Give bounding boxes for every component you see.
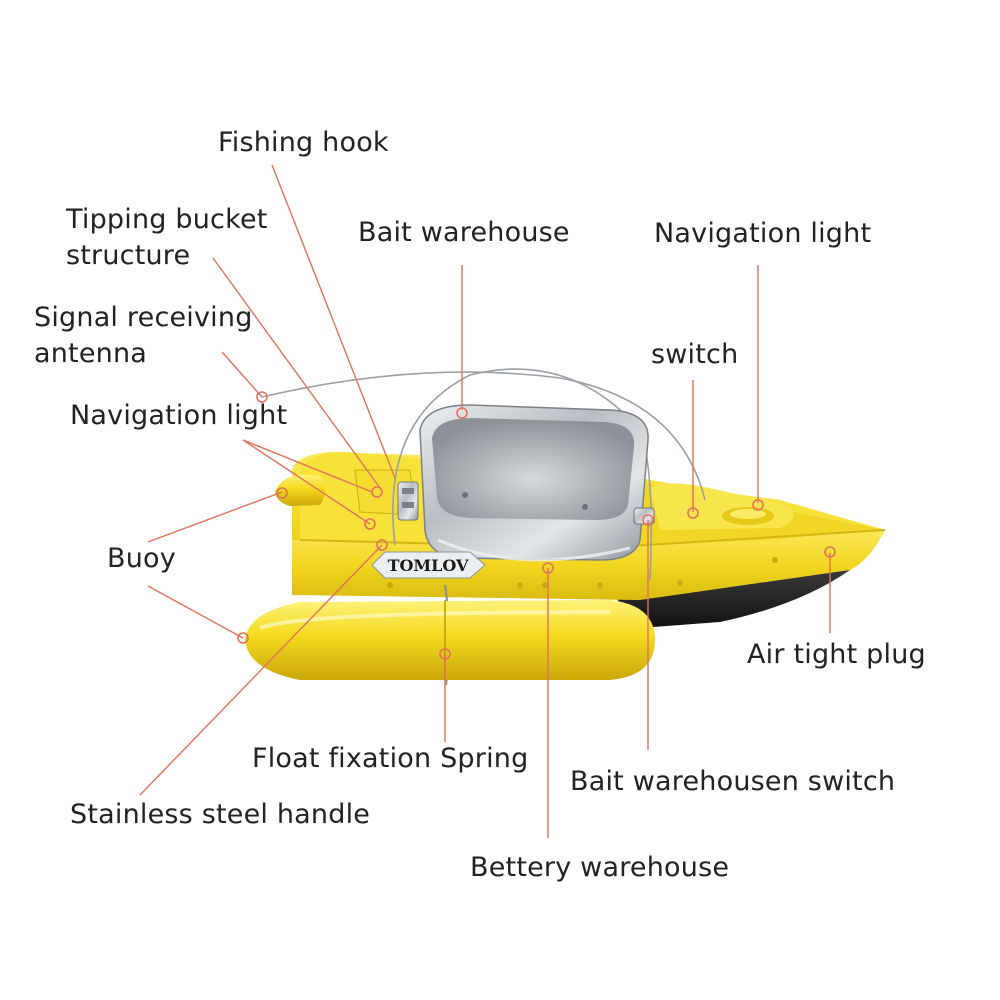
label-bait-warehouse: Bait warehouse: [358, 215, 570, 251]
brand-text: TOMLOV: [388, 556, 469, 575]
label-battery-warehouse: Bettery warehouse: [470, 850, 729, 886]
metal-latch: [398, 482, 418, 520]
label-air-tight-plug: Air tight plug: [747, 637, 926, 673]
leader-fishing-hook: [272, 165, 395, 478]
label-signal-antenna-line2: antenna: [34, 336, 253, 372]
bow-cabin: [650, 483, 793, 530]
label-buoy: Buoy: [107, 541, 176, 577]
label-float-fixation-spring: Float fixation Spring: [252, 741, 528, 777]
label-stainless-steel-handle: Stainless steel handle: [70, 797, 370, 833]
leader-tipping-bucket: [213, 258, 380, 488]
float-pontoon: [245, 600, 655, 682]
label-signal-antenna-line1: Signal receiving: [34, 300, 253, 336]
brand-plate: TOMLOV: [372, 552, 485, 578]
bait-bowl: [420, 405, 648, 560]
label-fishing-hook: Fishing hook: [218, 125, 389, 161]
label-switch: switch: [651, 337, 738, 373]
label-tipping-bucket: Tipping bucket structure: [66, 202, 268, 274]
leader-buoy-front: [148, 586, 243, 638]
label-navigation-light-left: Navigation light: [70, 398, 287, 434]
leader-buoy-rear: [148, 492, 282, 542]
label-tipping-bucket-line1: Tipping bucket: [66, 202, 268, 238]
label-navigation-light-right: Navigation light: [654, 216, 871, 252]
label-signal-antenna: Signal receiving antenna: [34, 300, 253, 372]
label-bait-warehouse-switch: Bait warehousen switch: [570, 764, 895, 800]
label-tipping-bucket-line2: structure: [66, 238, 268, 274]
